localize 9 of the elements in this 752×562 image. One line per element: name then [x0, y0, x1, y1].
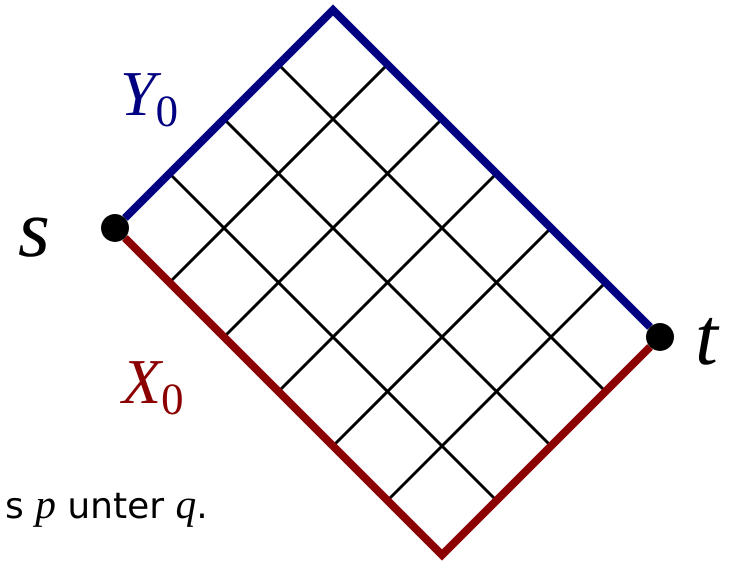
edge-label: X$_{0}$: [122, 350, 184, 422]
point-dot: [646, 323, 674, 351]
boundary-path: [122, 235, 653, 561]
point-label: s: [18, 188, 50, 270]
edge-label: Y$_{0}$: [120, 62, 178, 134]
boundary-path: [122, 4, 653, 330]
note-text: s p unter q.: [5, 484, 208, 526]
point-label: t: [695, 296, 718, 378]
point-dot: [101, 214, 129, 242]
